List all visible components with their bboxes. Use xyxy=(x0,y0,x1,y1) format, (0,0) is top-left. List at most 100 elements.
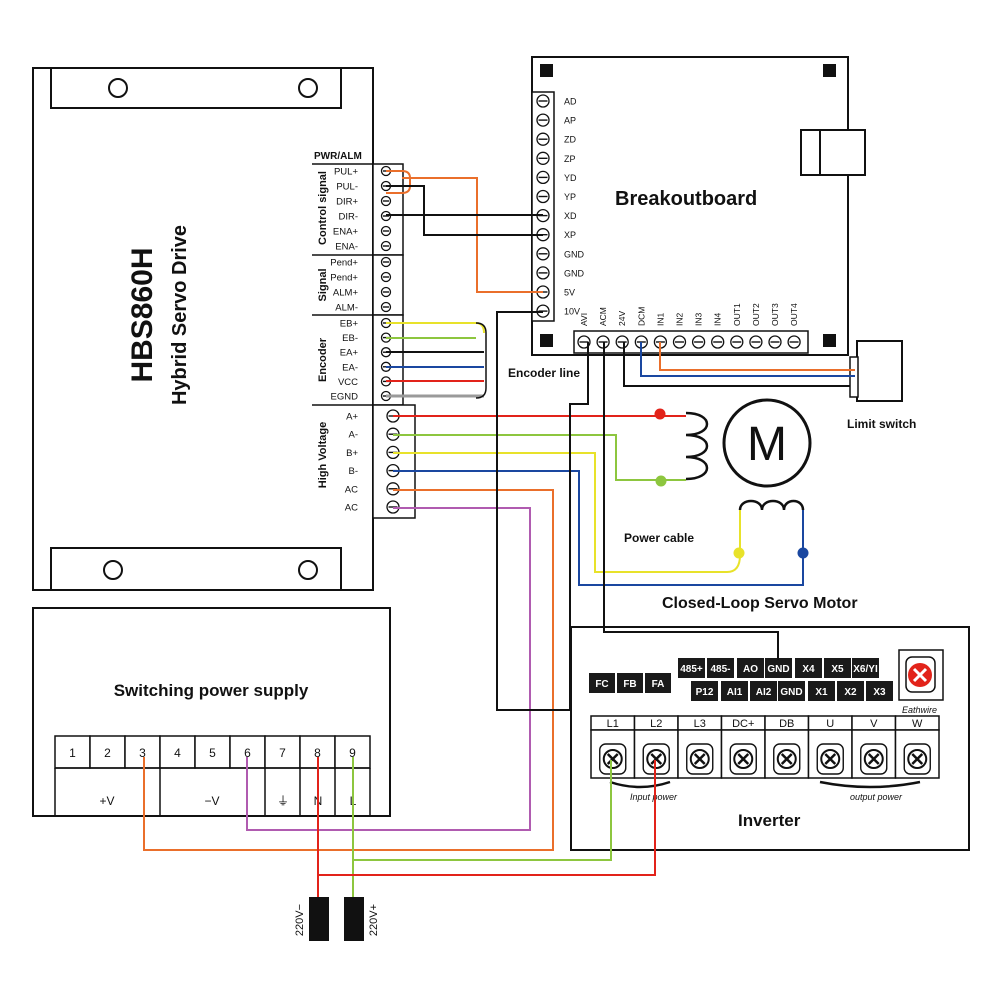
drive-pin-label: EB+ xyxy=(340,319,359,330)
power-screw-icon xyxy=(773,743,801,775)
inverter-terminal xyxy=(691,681,718,701)
wire-encoder-bundle xyxy=(475,322,487,399)
wires xyxy=(143,170,855,897)
phase-a-plus-dot xyxy=(654,408,666,420)
drive-pin-label: ALM- xyxy=(335,303,358,314)
phase-b-plus-dot xyxy=(733,547,745,559)
drive-pin-label: AC xyxy=(345,503,358,514)
inverter-terminal xyxy=(721,681,748,701)
inverter-terminal xyxy=(795,658,822,678)
inverter-terminal-label: X3 xyxy=(873,687,886,698)
terminal-screw-icon xyxy=(672,335,687,349)
wire-10v-control xyxy=(496,311,589,711)
breakout-pin-label: XP xyxy=(564,230,576,240)
psu-terminal-number: 9 xyxy=(349,746,356,760)
drive-pin-label: A- xyxy=(349,430,359,441)
corner-mark-icon xyxy=(823,334,836,347)
mains-pos-label: 220V+ xyxy=(368,904,380,936)
wire-pul-dir-plus xyxy=(386,170,411,194)
inverter-terminal-label: X5 xyxy=(831,664,844,675)
earthwire-label: Eathwire xyxy=(902,705,937,715)
drive-pin-label: EGND xyxy=(331,392,359,403)
motor-name-label: Closed-Loop Servo Motor xyxy=(662,595,858,612)
terminal-screw-icon xyxy=(380,271,392,283)
power-screw-icon xyxy=(860,743,888,775)
breakout-pin-label: IN4 xyxy=(713,313,723,327)
terminal-screw-icon xyxy=(730,335,744,349)
psu-terminal-number: 8 xyxy=(314,746,321,760)
motor-symbol: M xyxy=(747,418,787,471)
psu-title: Switching power supply xyxy=(114,681,309,700)
output-power-label: output power xyxy=(850,792,903,802)
drive-pin-label: VCC xyxy=(338,377,358,388)
group-signal-label: Signal xyxy=(317,268,329,301)
inverter-terminal xyxy=(852,658,879,678)
psu-terminal-number: 2 xyxy=(104,746,111,760)
inverter-terminal-label: GND xyxy=(767,664,789,675)
limit-switch-label: Limit switch xyxy=(847,417,916,431)
breakout-pin-label: OUT1 xyxy=(732,303,742,326)
corner-mark-icon xyxy=(823,64,836,77)
inverter-terminal xyxy=(589,673,615,693)
inverter-terminal xyxy=(678,658,705,678)
breakout-pin-label: IN3 xyxy=(694,313,704,327)
inverter-terminal xyxy=(808,681,835,701)
drive-pin-label: Pend+ xyxy=(330,273,358,284)
inverter-terminal-label: 485+ xyxy=(680,664,703,675)
limit-switch: Limit switch xyxy=(847,340,916,431)
drive-pin-label: EA+ xyxy=(340,348,359,359)
breakout-pin-label: OUT4 xyxy=(789,303,799,326)
drive-pin-label: B- xyxy=(349,466,359,477)
terminal-screw-icon xyxy=(691,335,706,349)
terminal-screw-icon xyxy=(380,286,392,298)
wire-phase-a-minus xyxy=(393,434,686,481)
drive-pin-label: EB- xyxy=(342,333,358,344)
terminal-screw-icon xyxy=(536,170,550,185)
power-terminal-label: DC+ xyxy=(732,718,754,730)
breakout-pin-label: GND xyxy=(564,249,585,259)
wire-limit-orange xyxy=(659,342,855,371)
power-terminal-label: L1 xyxy=(607,718,619,730)
power-screw-icon xyxy=(642,743,670,775)
inverter-terminal xyxy=(750,681,777,701)
inverter-terminal xyxy=(737,658,764,678)
power-screw-icon xyxy=(903,743,931,775)
breakout-pin-label: GND xyxy=(564,268,585,278)
power-terminal-label: DB xyxy=(779,718,794,730)
breakout-pin-label: YP xyxy=(564,192,576,202)
terminal-screw-icon xyxy=(536,189,550,204)
breakout-pin-label: AP xyxy=(564,116,576,126)
drive-name: Hybrid Servo Drive xyxy=(169,225,191,405)
wire-l1 xyxy=(353,760,612,861)
terminal-screw-icon xyxy=(386,482,400,496)
breakout-pin-label: ACM xyxy=(598,307,608,326)
terminal-screw-icon xyxy=(536,247,550,261)
terminal-screw-icon xyxy=(787,335,801,349)
inverter-terminal xyxy=(866,681,893,701)
drive-model: HBS860H xyxy=(126,247,159,382)
drive-pin-label: B+ xyxy=(346,448,358,459)
breakout-board: Breakoutboard ADAPZDZPYDYPXDXPGNDGND5V10… xyxy=(531,56,866,356)
drive-pin-label: ENA+ xyxy=(333,227,359,238)
phase-a-minus-dot xyxy=(655,475,667,487)
inverter-terminal xyxy=(617,673,643,693)
terminal-screw-icon xyxy=(749,335,763,349)
wire-phase-b-minus xyxy=(393,470,804,586)
breakout-title: Breakoutboard xyxy=(615,188,757,210)
inverter-terminal-label: FA xyxy=(652,679,665,690)
inverter-terminal xyxy=(837,681,864,701)
pwr-alm-label: PWR/ALM xyxy=(314,151,362,162)
terminal-screw-icon xyxy=(536,94,550,108)
terminal-screw-icon xyxy=(711,335,725,349)
breakout-pin-label: AD xyxy=(564,97,577,107)
terminal-screw-icon xyxy=(536,151,550,165)
wire-dir-minus xyxy=(386,185,543,236)
inverter-terminal-label: X1 xyxy=(815,687,828,698)
psu-ground-icon: ⏚ xyxy=(277,794,289,808)
power-terminal-label: L3 xyxy=(694,718,706,730)
wire-ac-purple xyxy=(246,507,531,831)
wire-l2 xyxy=(318,760,656,876)
power-screw-icon xyxy=(599,743,627,775)
inverter-terminal-label: AI2 xyxy=(756,687,772,698)
drive-pin-label: ALM+ xyxy=(333,288,359,299)
